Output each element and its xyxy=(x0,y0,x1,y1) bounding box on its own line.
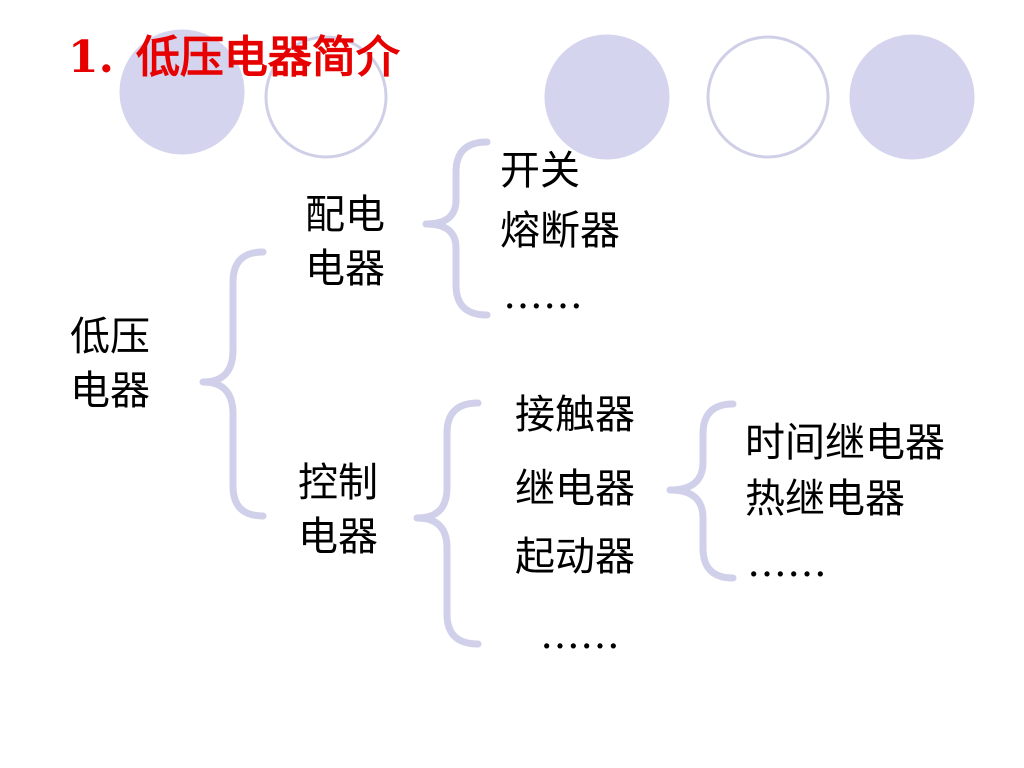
distribution-item-ellipsis: …… xyxy=(503,272,583,318)
title-number: 1. xyxy=(68,32,114,83)
slide-title: 1. 低压电器简介 xyxy=(68,28,400,88)
filled-circle-2 xyxy=(544,34,670,160)
distribution-item-switch: 开关 xyxy=(500,148,580,194)
root-label-line2: 电器 xyxy=(70,368,150,414)
filled-circle-1 xyxy=(119,29,245,155)
root-label-line1: 低压 xyxy=(70,314,150,360)
distribution-label-line1: 配电 xyxy=(305,192,385,238)
root-brace xyxy=(199,248,267,520)
control-item-ellipsis: …… xyxy=(540,612,620,658)
control-label-line1: 控制 xyxy=(298,460,378,506)
root-label: 低压 电器 xyxy=(70,310,150,418)
outline-circle-2 xyxy=(706,35,830,159)
relay-brace xyxy=(666,400,737,582)
relay-type-thermal: 热继电器 xyxy=(745,476,905,522)
control-item-relay: 继电器 xyxy=(515,466,635,512)
outline-circle-1 xyxy=(264,35,388,159)
control-label-line2: 电器 xyxy=(298,514,378,560)
filled-circle-3 xyxy=(849,34,975,160)
distribution-category-label: 配电 电器 xyxy=(305,188,385,296)
control-brace xyxy=(413,399,482,648)
control-category-label: 控制 电器 xyxy=(298,456,378,564)
distribution-item-fuse: 熔断器 xyxy=(500,208,620,254)
control-item-starter: 起动器 xyxy=(515,534,635,580)
distribution-label-line2: 电器 xyxy=(305,246,385,292)
control-item-contactor: 接触器 xyxy=(515,392,635,438)
distribution-brace xyxy=(422,138,491,319)
title-text: 低压电器简介 xyxy=(135,32,400,83)
relay-type-ellipsis: …… xyxy=(747,540,827,586)
relay-type-time: 时间继电器 xyxy=(745,420,945,466)
